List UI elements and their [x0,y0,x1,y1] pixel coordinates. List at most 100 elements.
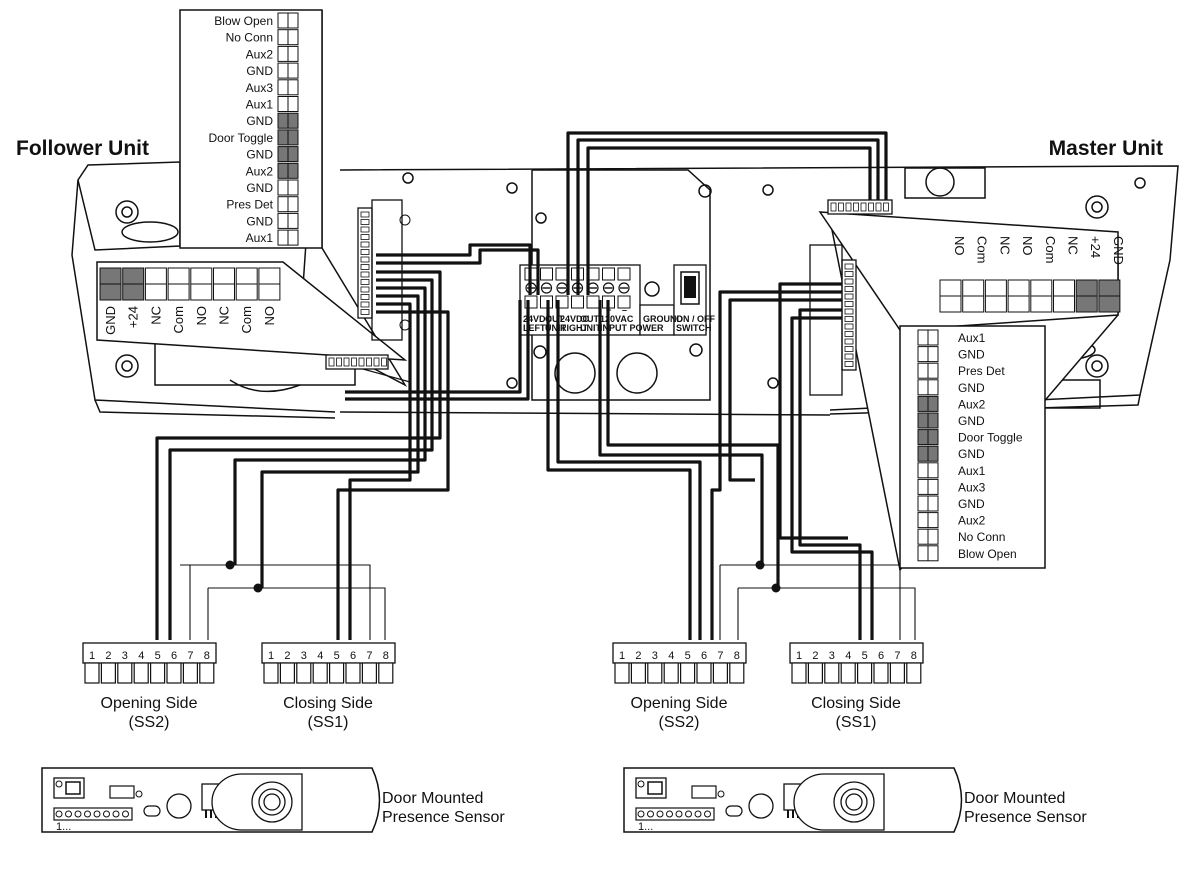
terminal-clamp [571,295,584,309]
pcb-pin [360,309,370,315]
pcb-pin [844,286,854,292]
pcb-pin [360,211,370,218]
pin-number: 1 [89,650,95,662]
sensor-pin [122,810,129,818]
sensor-label-line1: Door Mounted [964,790,1065,807]
connector-pin [679,662,696,684]
relay-label: Com [171,306,186,333]
connector-pin [312,662,328,684]
follower-unit-title: Follower Unit [16,137,149,160]
pin-number: 6 [350,650,356,662]
pcb-pin [844,263,854,270]
sensor-pin [647,810,654,818]
pcb-pin [875,202,882,212]
sensor-lens-core [263,793,281,811]
terminal-label: GND [246,114,273,128]
sensor-pot [143,805,161,817]
pcb-pin [844,331,854,337]
power-label: 120VAC [600,314,634,324]
connector-code: (SS1) [836,714,877,731]
relay-label: NO [1020,236,1035,256]
pcb-pin [360,279,370,285]
sensor-chip [691,785,717,799]
pcb-pin [844,346,854,352]
connector-pin [712,662,729,684]
pcb-pin [360,294,370,300]
pcb-pin [844,338,854,345]
sensor-switch-knob [65,781,81,795]
sensor-led [55,780,63,788]
pin-number: 2 [635,650,641,662]
connector-pin [824,662,840,684]
wire-junctions [225,560,781,593]
sensor-pin-label: 1... [56,821,71,833]
pcb-pin [328,357,335,367]
pcb-pin [360,219,370,225]
pcb-pin [844,323,854,330]
power-sublabel: UNIT [545,323,566,333]
pcb-pin [844,301,854,307]
pcb-pin [844,278,854,285]
relay-label: NC [148,306,163,325]
power-sublabel: SWITCH [676,323,712,333]
connector-header [82,642,217,664]
pcb-pin [853,202,859,212]
pin-number: 3 [301,650,307,662]
pcb-pin [360,234,370,240]
pin-number: 4 [317,650,323,662]
terminal-label: GND [246,181,273,195]
terminal-label: Aux3 [958,480,986,494]
terminal-label: GND [958,381,985,395]
relay-label: NO [194,306,209,326]
terminal-label: GND [958,348,985,362]
connector-name: Opening Side [631,695,728,712]
pin-number: 7 [187,650,193,662]
relay-label: NC [1066,236,1081,255]
connector-pin [329,662,345,684]
terminal-label: Blow Open [214,14,273,28]
pcb-pin [336,357,342,367]
terminal-label: GND [246,148,273,162]
connector-pin [807,662,824,684]
connector-pin [873,662,889,684]
pcb-pin [830,202,837,212]
connector-pin [647,662,663,684]
power-sublabel: UNIT [580,323,601,333]
sensor-lens-small [166,793,192,819]
sensor-switch-knob [647,781,663,795]
pcb-pin [360,264,370,270]
pin-number: 7 [717,650,723,662]
power-label: 24VDC [523,314,553,324]
sensor-pin [65,810,72,818]
sensor-pin-header [53,807,133,821]
relay-label: NO [952,236,967,256]
power-sign: – [622,305,627,315]
thin-wires [180,564,916,640]
pcb-pin [351,357,357,367]
relay-label: NO [262,306,277,326]
connector-pin [614,662,630,684]
pin-number: 7 [894,650,900,662]
connector-pin [150,662,166,684]
connector-pin [133,662,149,684]
sensor-pin [112,810,120,818]
connector-pin [889,662,906,684]
connector-pin [378,662,394,684]
pin-number: 6 [878,650,884,662]
connector-pin [696,662,712,684]
connector-header [789,642,924,664]
sensor-pin [704,810,711,818]
pin-number: 3 [122,650,128,662]
relay-label: GND [1111,236,1126,265]
relay-label: Com [975,236,990,263]
connector-pin [856,662,873,684]
sensor-pin [93,810,101,818]
pin-number: 3 [652,650,658,662]
pcb-pin [360,301,370,308]
